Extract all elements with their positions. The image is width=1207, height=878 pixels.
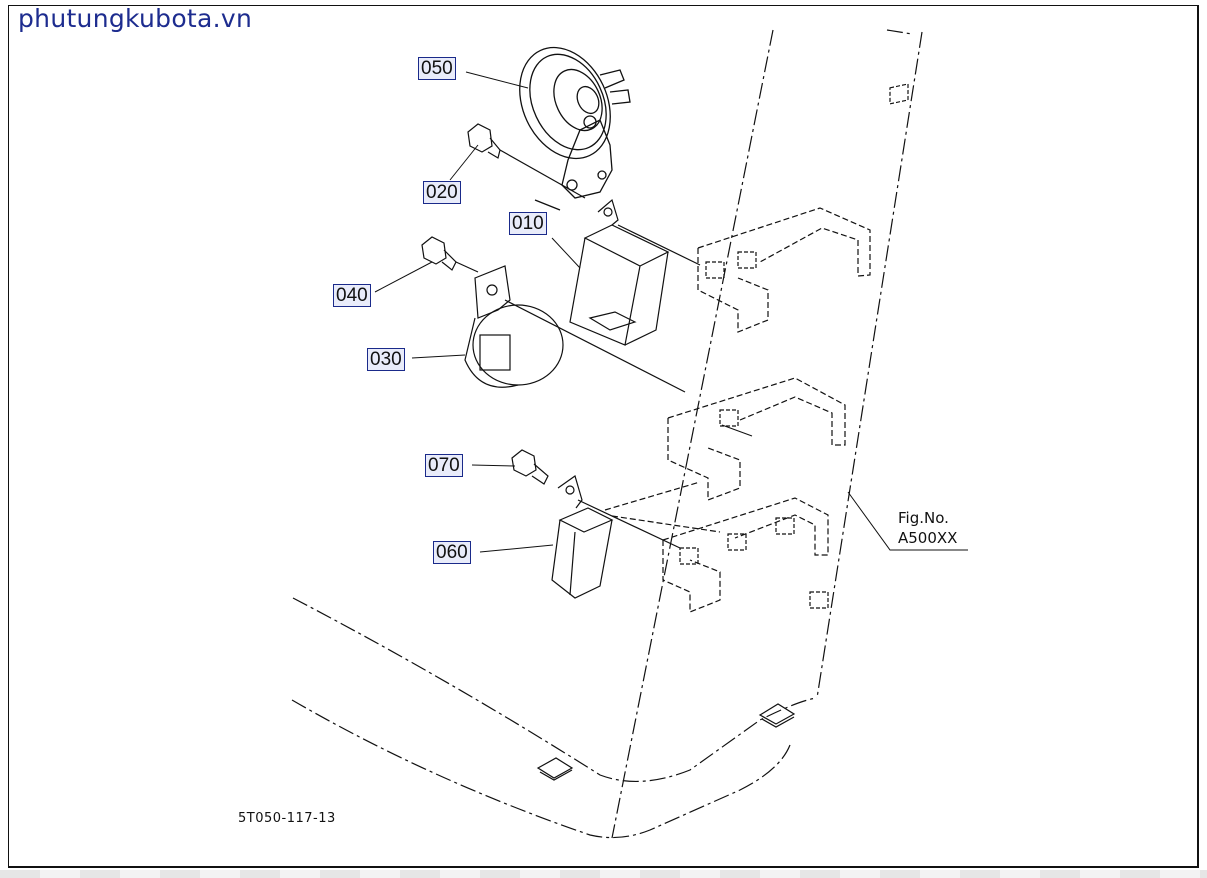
bottom-scroll-strip (0, 870, 1207, 878)
figure-reference: Fig.No. A500XX (898, 508, 957, 548)
lower-bracket (604, 481, 829, 613)
horn-part (519, 46, 631, 211)
middle-bracket (667, 377, 846, 501)
callout-050[interactable]: 050 (418, 57, 456, 80)
callout-070[interactable]: 070 (425, 454, 463, 477)
figure-ref-number: A500XX (898, 529, 958, 547)
diagram-frame (8, 5, 1199, 868)
callout-030[interactable]: 030 (367, 348, 405, 371)
buzzer-part (464, 265, 686, 393)
relay-part (551, 475, 681, 599)
controller-box (569, 198, 701, 346)
drawing-number: 5T050-117-13 (238, 811, 336, 826)
callout-020[interactable]: 020 (423, 181, 461, 204)
upper-bracket (697, 207, 871, 333)
weld-nuts (679, 83, 909, 609)
panel-outline (291, 29, 923, 839)
callout-010[interactable]: 010 (509, 212, 547, 235)
bolt-020 (467, 123, 586, 199)
leader-lines (374, 71, 968, 553)
callout-040[interactable]: 040 (333, 284, 371, 307)
callout-060[interactable]: 060 (433, 541, 471, 564)
bolt-040 (421, 236, 479, 273)
bolt-070 (511, 449, 549, 485)
panel-feet (536, 703, 796, 781)
figure-ref-label: Fig.No. (898, 509, 949, 527)
watermark-logo: phutungkubota.vn (18, 4, 253, 33)
